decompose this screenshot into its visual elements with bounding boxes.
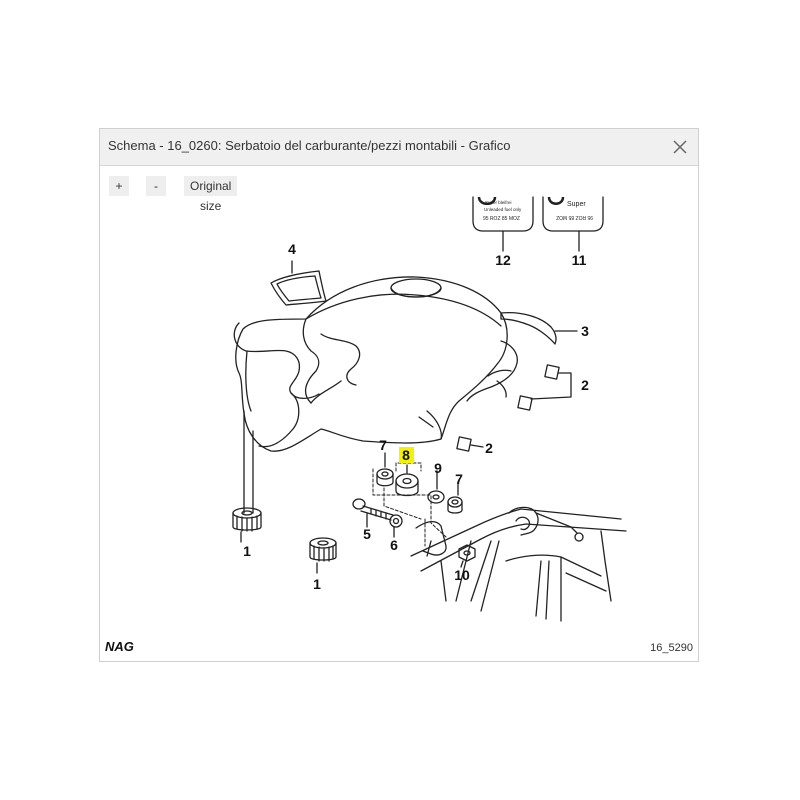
callout-2[interactable]: 2 [581,377,589,393]
callout-1[interactable]: 1 [313,576,321,592]
drawing-number: 16_5290 [650,642,693,654]
part-5-bolt [352,498,394,521]
part-11-fuel-label [542,196,604,232]
part-2-pad [517,395,533,411]
part-8-highlight [399,447,414,463]
callout-10[interactable]: 10 [454,567,470,583]
label11-line1: Super [567,201,586,208]
zoom-out-button[interactable]: - [146,176,166,196]
close-button[interactable] [668,135,692,159]
part-2-pad [456,436,472,452]
callout-9[interactable]: 9 [434,460,442,476]
part-7-bushing [447,496,463,514]
zoom-in-button[interactable]: + [109,176,129,196]
callout-7[interactable]: 7 [455,471,463,487]
brand-mark: NAG [105,639,134,654]
part-2-pad [544,364,560,380]
close-icon [673,140,687,154]
part-1-rubber-bushing [309,537,337,562]
callout-4[interactable]: 4 [288,241,296,257]
callout-1[interactable]: 1 [243,543,251,559]
part-10-nut [458,544,476,562]
frame-structure [410,506,627,622]
diagram-window: Schema - 16_0260: Serbatoio del carburan… [99,128,699,662]
parts-diagram: Super bleifrei Unleaded fuel only 95 ROZ… [105,196,693,654]
label11-line2: 95 ROZ 85 MOZ [556,214,593,220]
label12-line3: 95 ROZ 85 MOZ [483,216,520,222]
part-4-pad [270,270,327,306]
callout-6[interactable]: 6 [390,537,398,553]
callout-5[interactable]: 5 [363,526,371,542]
label12-line2: Unleaded fuel only [484,207,522,212]
part-3-trim-strip [500,311,557,345]
callout-2[interactable]: 2 [485,440,493,456]
label12-line1: Super bleifrei [485,200,512,205]
window-titlebar: Schema - 16_0260: Serbatoio del carburan… [100,129,698,166]
callout-3[interactable]: 3 [581,323,589,339]
fuel-tank [235,276,508,452]
part-8-grommet [395,473,419,497]
callout-12[interactable]: 12 [495,252,511,268]
part-7-bushing [376,468,394,487]
original-size-button[interactable]: Original size [184,176,238,213]
callout-7[interactable]: 7 [379,437,387,453]
callout-11[interactable]: 11 [572,252,587,268]
window-title: Schema - 16_0260: Serbatoio del carburan… [108,138,511,153]
part-9-washer [427,490,445,504]
part-1-rubber-bushing [232,507,262,532]
part-6-washer [389,514,403,528]
callout-8[interactable]: 8 [402,447,410,463]
